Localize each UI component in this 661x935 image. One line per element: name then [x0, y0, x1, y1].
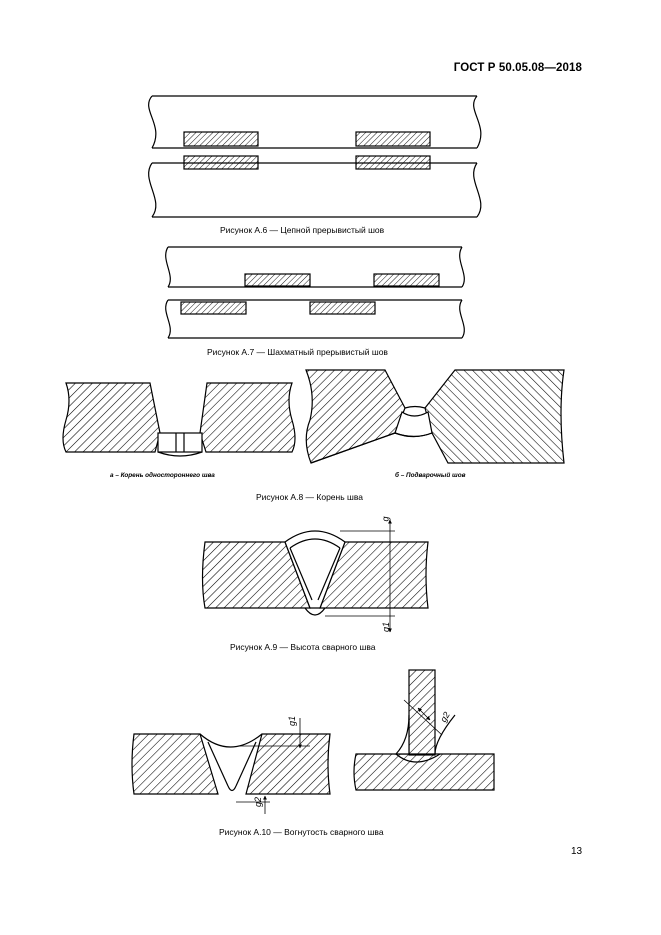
figure-a7-drawing — [165, 246, 465, 339]
figure-a8b-drawing — [305, 369, 565, 464]
page-number: 13 — [571, 846, 583, 857]
figure-a6-drawing — [148, 95, 482, 218]
figure-a8-caption: Рисунок А.8 — Корень шва — [256, 492, 363, 502]
dim-label-g1-a10: g1 — [287, 715, 298, 727]
dim-label-g1: g1 — [381, 621, 392, 633]
figure-a9-caption: Рисунок А.9 — Высота сварного шва — [230, 642, 376, 652]
dim-label-g2-a10: g2 — [253, 796, 264, 808]
figure-a8-sublabel-b: б – Подварочный шов — [395, 472, 466, 479]
dim-label-g: g — [380, 516, 391, 522]
figure-a6-caption: Рисунок А.6 — Цепной прерывистый шов — [220, 225, 385, 235]
figure-a10-left-drawing — [131, 718, 331, 814]
figure-a10-caption: Рисунок А.10 — Вогнутость сварного шва — [219, 827, 384, 837]
figure-a8a-drawing — [62, 382, 296, 457]
figure-a8-sublabel-a: а – Корень одностороннего шва — [110, 472, 215, 479]
figure-a9-drawing — [201, 519, 429, 633]
figure-a10-right-drawing — [353, 669, 495, 791]
standard-header: ГОСТ Р 50.05.08—2018 — [453, 62, 582, 74]
figure-a7-caption: Рисунок А.7 — Шахматный прерывистый шов — [207, 347, 388, 357]
